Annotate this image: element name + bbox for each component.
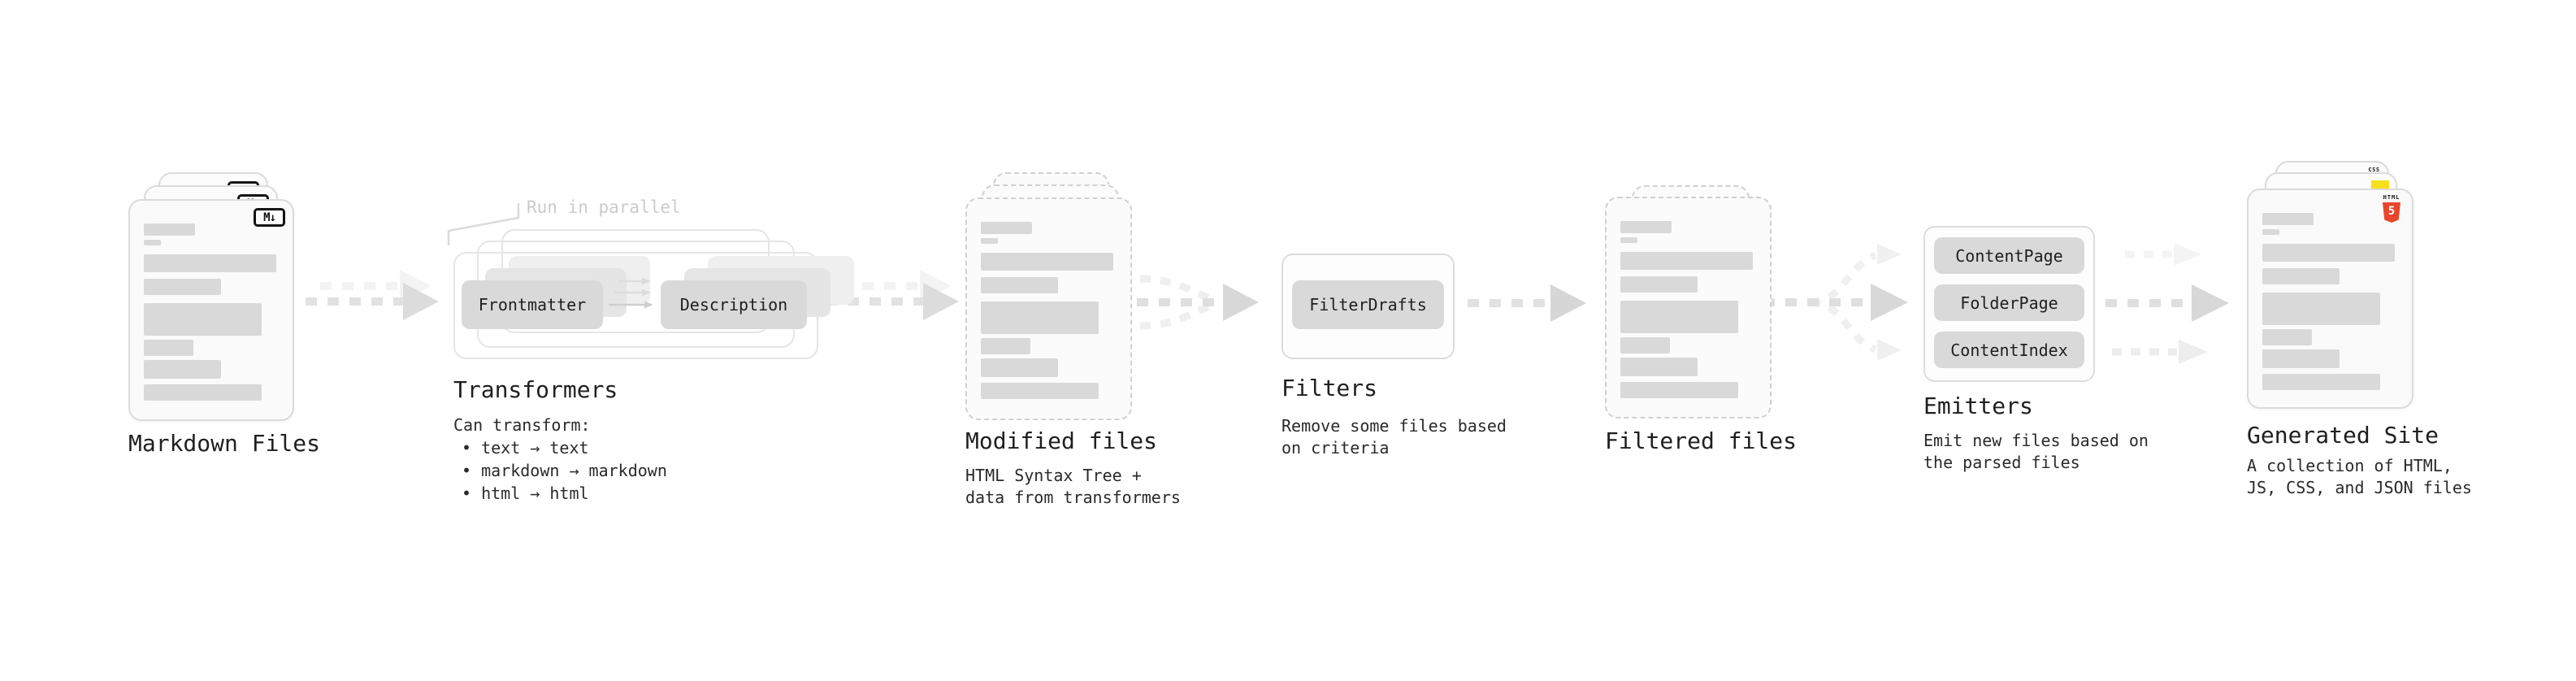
file-content-skeleton — [967, 199, 1130, 399]
skeleton-text-bar — [1620, 237, 1637, 243]
skeleton-text-bar — [981, 253, 1113, 271]
skeleton-text-bar — [2262, 213, 2314, 225]
stage-title-filtered-files: Filtered files — [1605, 427, 1798, 454]
diverge-arrow-filtered-to-emitters — [1763, 244, 1908, 361]
file-content-skeleton — [1607, 198, 1770, 398]
emitter-pill-contentpage: ContentPage — [1934, 237, 2084, 274]
skeleton-text-bar — [981, 238, 998, 244]
skeleton-text-bar — [1620, 337, 1670, 354]
transformer-pill-description: Description — [661, 280, 807, 329]
skeleton-text-bar — [144, 240, 161, 245]
flow-arrow-markdown-to-transformers — [306, 270, 439, 320]
transform-bullet: • html → html — [462, 484, 589, 503]
skeleton-text-bar — [981, 383, 1099, 399]
skeleton-text-bar — [2262, 349, 2340, 368]
skeleton-text-bar — [2262, 293, 2380, 325]
emitters-description: Emit new files based on the parsed files — [1923, 431, 2149, 472]
skeleton-text-bar — [1620, 382, 1738, 398]
pill-to-pill-arrows-icon — [609, 277, 653, 309]
skeleton-text-bar — [144, 223, 195, 236]
transform-bullet: • text → text — [462, 438, 589, 458]
skeleton-text-bar — [144, 254, 276, 272]
stage-title-emitters: Emitters — [1923, 393, 2033, 419]
markdown-icon: M↓ — [254, 208, 285, 227]
flow-arrow-filters-to-filtered — [1468, 284, 1586, 322]
skeleton-text-bar — [144, 384, 262, 401]
skeleton-text-bar — [144, 340, 193, 356]
css-icon-label: CSS — [2368, 167, 2380, 173]
skeleton-text-bar — [144, 360, 221, 379]
filter-pill-filterdrafts: FilterDrafts — [1292, 280, 1444, 329]
emitter-pill-contentindex: ContentIndex — [1934, 332, 2084, 368]
file-content-skeleton — [2249, 190, 2412, 390]
markdown-file-card-front: M↓ — [128, 199, 294, 421]
transformers-description: Can transform: • text → text • markdown … — [453, 414, 667, 505]
stage-title-transformers: Transformers — [453, 376, 618, 403]
skeleton-text-bar — [1620, 276, 1698, 293]
skeleton-text-bar — [2262, 229, 2279, 235]
skeleton-text-bar — [2262, 329, 2312, 345]
stage-title-filters: Filters — [1281, 375, 1378, 401]
generated-site-description: A collection of HTML, JS, CSS, and JSON … — [2247, 456, 2472, 497]
skeleton-text-bar — [981, 222, 1032, 234]
run-in-parallel-note: Run in parallel — [527, 197, 681, 217]
html5-icon-label: HTML — [2383, 194, 2400, 201]
emitter-output-arrows — [2105, 243, 2229, 364]
transformer-pill-frontmatter: Frontmatter — [462, 280, 603, 329]
stage-title-markdown-files: Markdown Files — [128, 430, 321, 457]
skeleton-text-bar — [981, 338, 1030, 354]
skeleton-text-bar — [1620, 301, 1738, 333]
html5-icon: HTML 5 — [2381, 194, 2402, 223]
flow-arrow-transformers-to-modified — [826, 270, 959, 320]
callout-line — [447, 203, 520, 245]
skeleton-text-bar — [1620, 358, 1698, 376]
stage-title-modified-files: Modified files — [965, 427, 1158, 454]
filtered-file-card-front — [1605, 197, 1772, 419]
transform-bullet: • markdown → markdown — [462, 461, 667, 480]
skeleton-text-bar — [1620, 221, 1672, 233]
skeleton-text-bar — [144, 303, 262, 336]
skeleton-text-bar — [144, 279, 221, 295]
skeleton-text-bar — [981, 358, 1058, 377]
converge-arrow-modified-to-filters — [1137, 275, 1259, 330]
skeleton-text-bar — [2262, 244, 2395, 262]
emitter-pill-folderpage: FolderPage — [1934, 284, 2084, 321]
file-content-skeleton — [130, 201, 293, 401]
modified-file-card-front — [965, 197, 1132, 420]
filters-description: Remove some files based on criteria — [1281, 416, 1507, 458]
skeleton-text-bar — [2262, 268, 2340, 284]
stage-title-generated-site: Generated Site — [2247, 422, 2439, 449]
skeleton-text-bar — [981, 301, 1099, 334]
can-transform-title: Can transform: — [453, 415, 591, 435]
skeleton-text-bar — [981, 277, 1058, 293]
modified-files-description: HTML Syntax Tree + data from transformer… — [965, 466, 1181, 507]
generated-html-file-card: HTML 5 — [2247, 189, 2413, 409]
html5-icon-shield: 5 — [2383, 202, 2400, 223]
skeleton-text-bar — [1620, 252, 1753, 270]
skeleton-text-bar — [2262, 374, 2380, 390]
